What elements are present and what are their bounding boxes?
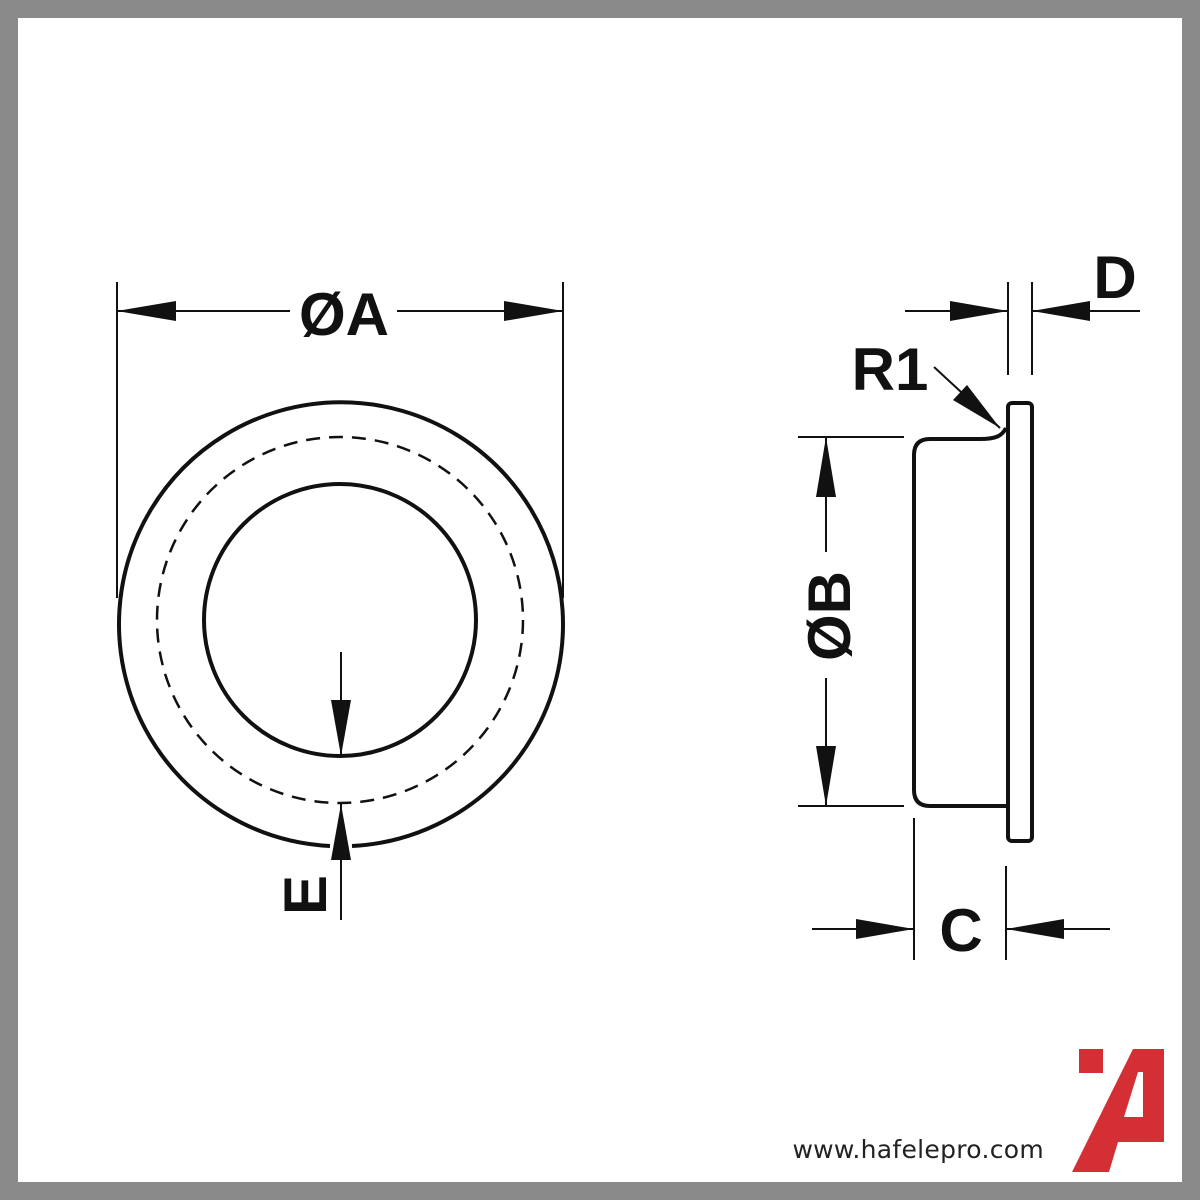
dimension-a-label: ØA [299, 281, 389, 348]
arrow-e-up [331, 804, 351, 860]
arrow-c-right [1006, 919, 1064, 939]
arrow-r1 [953, 385, 1000, 428]
arrow-b-up [816, 437, 836, 497]
body-profile [912, 427, 1008, 808]
arrow-a-right [504, 301, 563, 321]
mounting-ring-dashed [155, 435, 525, 805]
front-view [117, 400, 565, 848]
side-view [912, 401, 1034, 843]
dimension-d-label: D [1093, 244, 1136, 311]
dimension-b [798, 436, 904, 807]
logo-square [1079, 1049, 1103, 1073]
radius-r1 [933, 366, 1001, 429]
dimension-c [812, 818, 1110, 960]
dimension-d [905, 282, 1140, 375]
dimension-a [116, 282, 564, 598]
logo-a-shape [1072, 1049, 1164, 1172]
arrow-b-down [816, 746, 836, 806]
outer-ring-outline [117, 400, 565, 848]
arrow-e-down [331, 700, 351, 756]
arrow-d-left [950, 301, 1008, 321]
dimension-e-label: E [272, 875, 339, 915]
arrow-d-right [1032, 301, 1090, 321]
dimension-c-label: C [939, 897, 982, 964]
brand-logo-icon [1072, 1049, 1164, 1172]
drawing-sheet [18, 18, 1182, 1182]
dimension-e [331, 652, 351, 920]
arrow-a-left [117, 301, 176, 321]
arrow-c-left [856, 919, 914, 939]
dimension-b-label: ØB [796, 571, 863, 661]
website-url: www.hafelepro.com [792, 1135, 1044, 1164]
flange-profile [1006, 401, 1034, 843]
radius-r1-label: R1 [852, 336, 929, 403]
